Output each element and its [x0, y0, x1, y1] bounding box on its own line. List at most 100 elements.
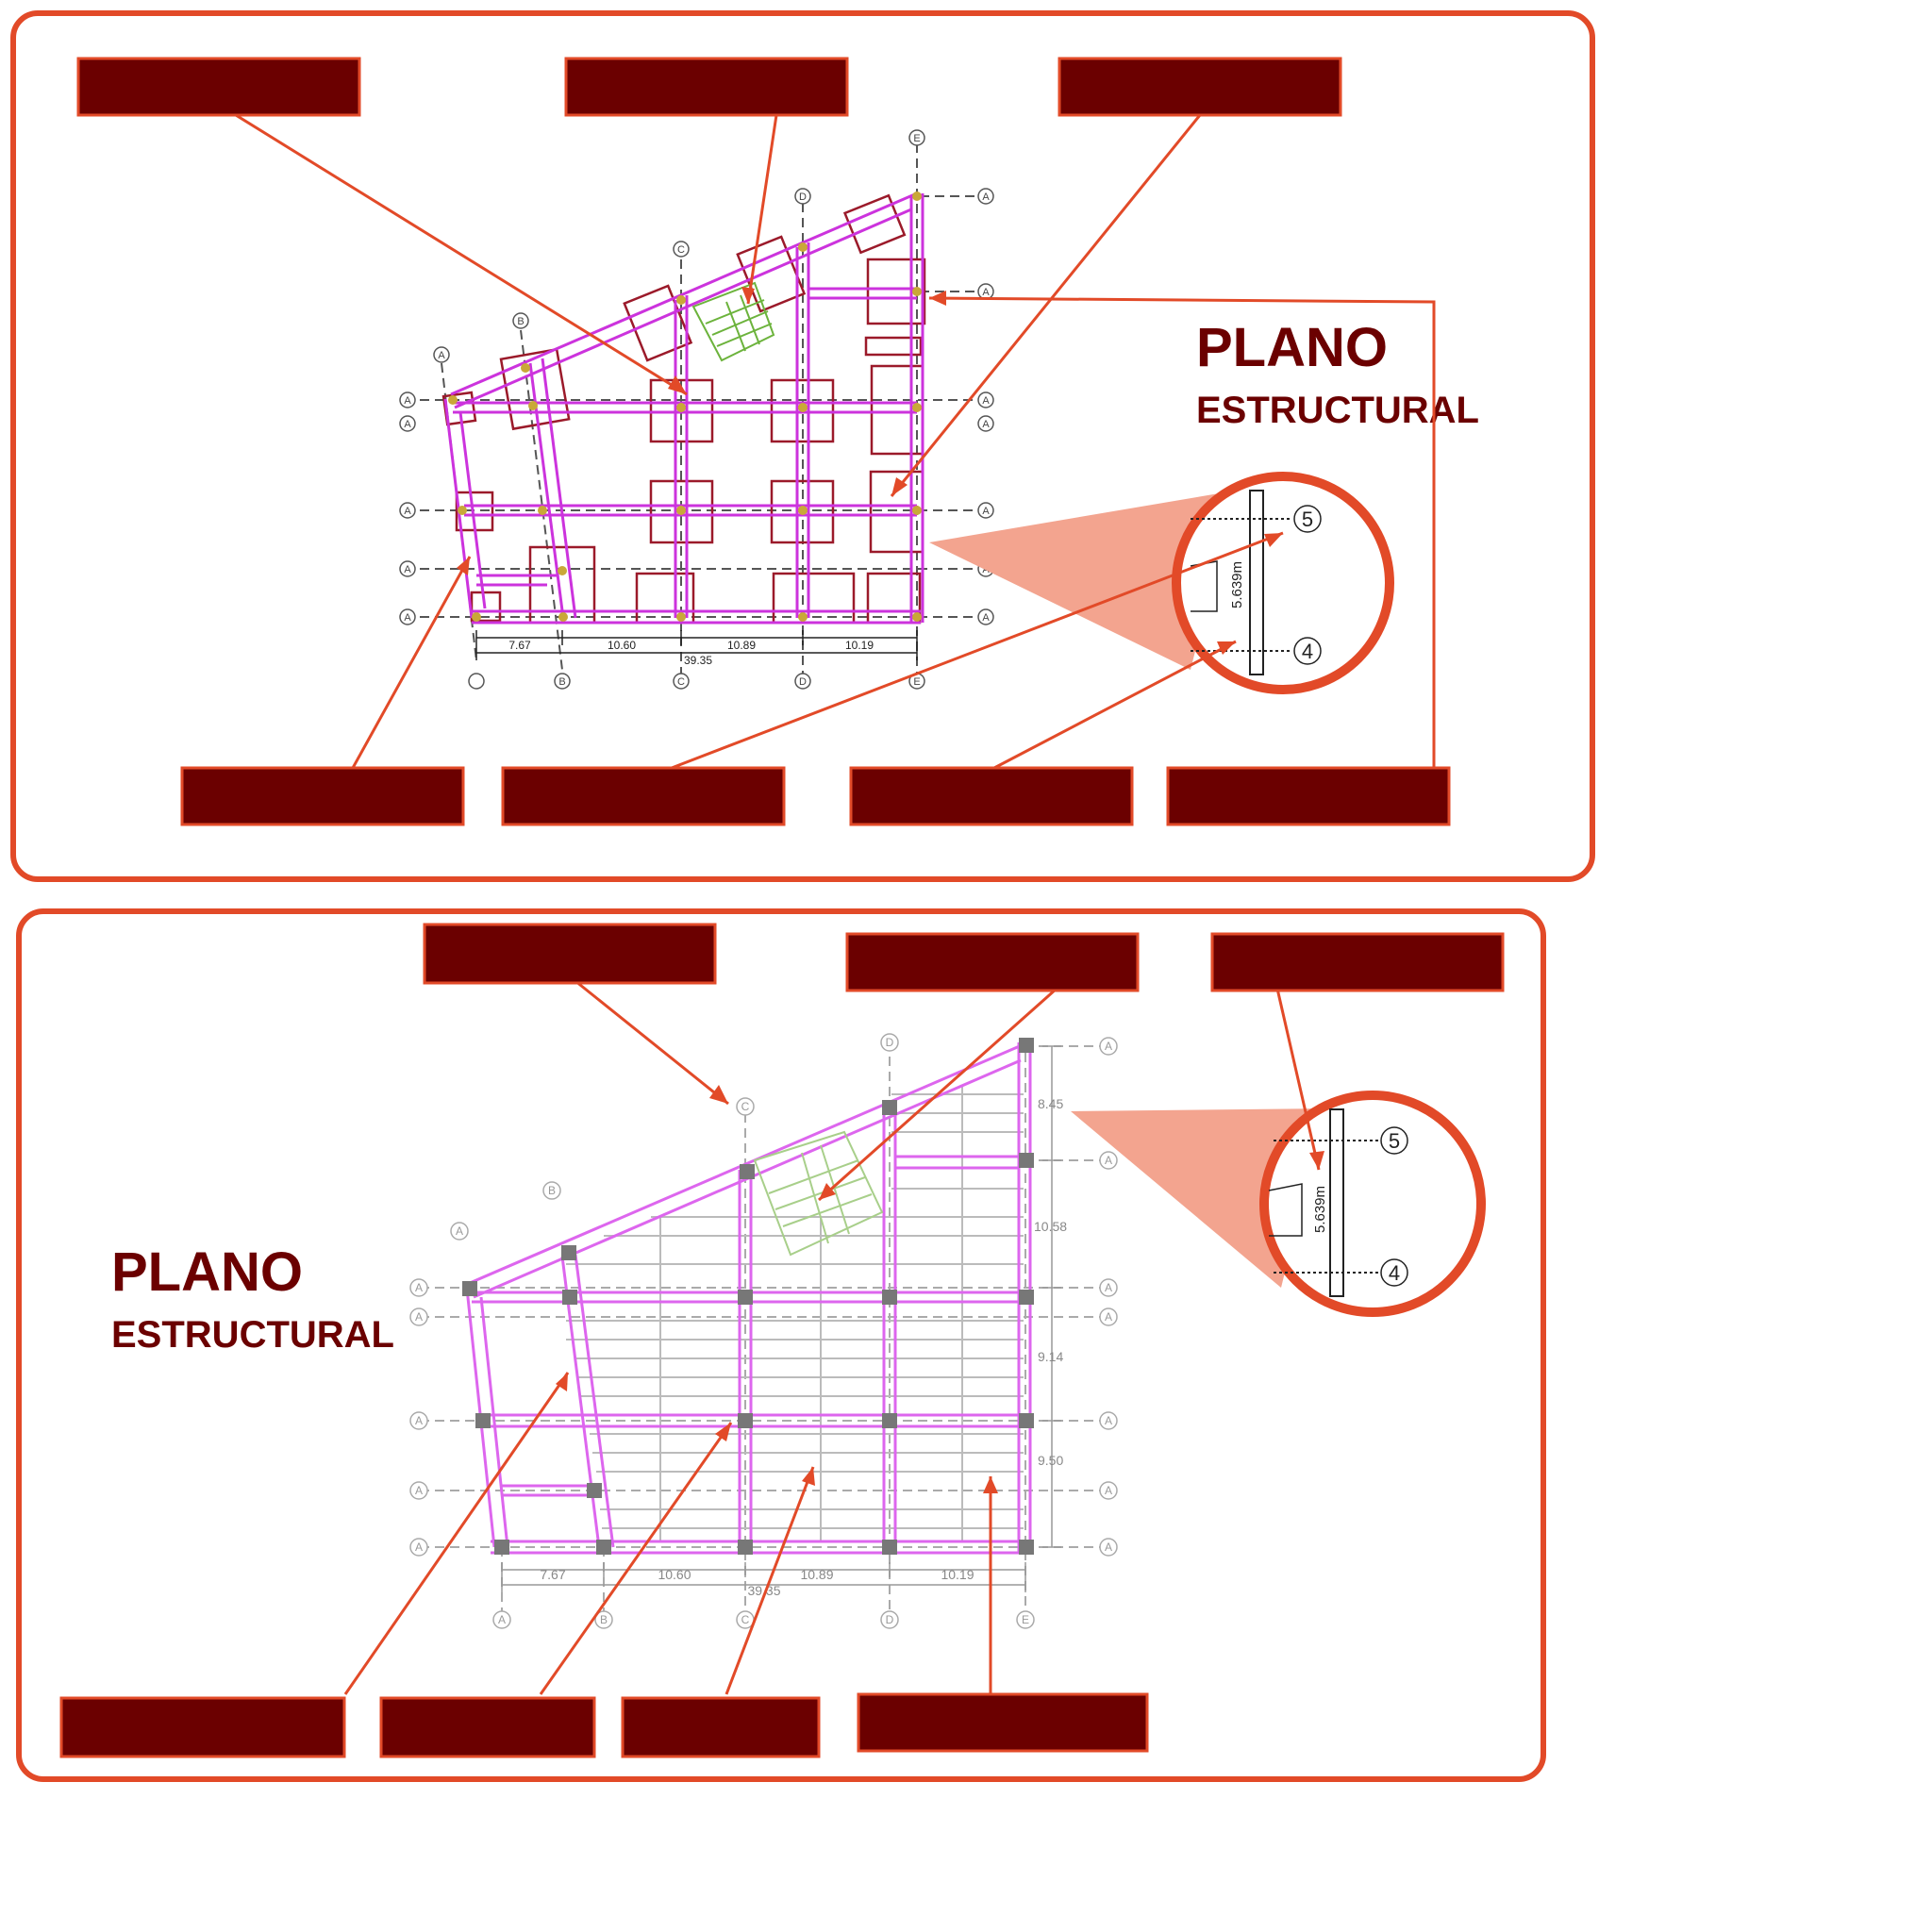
- panel-2-grid-bubbles: [409, 1033, 1118, 1629]
- p2-col-top-1: A: [456, 1224, 463, 1238]
- p2-col-top-4: D: [886, 1036, 894, 1049]
- p2-title-line2: ESTRUCTURAL: [111, 1314, 394, 1356]
- p2-row-left-2: A: [415, 1310, 423, 1324]
- p2-col-top-2: B: [548, 1184, 556, 1197]
- p2-vdim-4: 9.50: [1038, 1453, 1063, 1468]
- p1-label-box-7: [1166, 766, 1451, 826]
- p2-row-right-4: A: [1105, 1310, 1112, 1324]
- p1-row-right-1: A: [982, 192, 990, 203]
- panel-2-dimensions: [501, 1045, 1061, 1592]
- panel-2-arrowheads: [556, 1085, 1324, 1493]
- p2-label-box-7: [857, 1692, 1149, 1753]
- p2-row-right-3: A: [1105, 1281, 1112, 1294]
- p1-col-bot-2: B: [558, 676, 565, 688]
- panel-1-grid-bubbles: [399, 129, 994, 690]
- p2-row-right-6: A: [1105, 1484, 1112, 1497]
- p1-label-box-3: [1058, 57, 1342, 117]
- p2-vdim-2: 10.58: [1034, 1219, 1067, 1234]
- p2-row-left-4: A: [415, 1484, 423, 1497]
- p1-label-box-6: [849, 766, 1134, 826]
- p2-dim-total: 39.35: [747, 1583, 780, 1598]
- p2-row-right-5: A: [1105, 1414, 1112, 1427]
- p2-dim-2: 10.60: [658, 1567, 691, 1582]
- p2-label-box-1: [423, 923, 717, 985]
- p2-dim-1: 7.67: [540, 1567, 565, 1582]
- p2-col-bot-2: B: [600, 1613, 608, 1626]
- p1-row-right-2: A: [982, 287, 990, 298]
- p1-row-left-4: A: [404, 564, 411, 575]
- panel-2-columns: [462, 1038, 1034, 1555]
- p2-row-left-3: A: [415, 1414, 423, 1427]
- panel-2-callout-wedge: [1071, 1108, 1325, 1288]
- p2-detail-level-bottom: 4: [1389, 1261, 1400, 1285]
- panel-2-detail: 5 4 5.639m: [1259, 1091, 1486, 1317]
- p2-vdim-3: 9.14: [1038, 1349, 1063, 1364]
- p1-dim-total: 39.35: [684, 654, 712, 667]
- panel-1-detail: 5 4 5.639m: [1172, 472, 1394, 694]
- p2-label-box-5: [379, 1696, 596, 1758]
- panel-2: A B C D A B C D E A A A A A A A A A A A …: [16, 908, 1546, 1782]
- p2-col-bot-5: E: [1022, 1613, 1029, 1626]
- panel-2-label-boxes: [59, 923, 1505, 1758]
- p1-col-bot-3: C: [677, 676, 685, 688]
- p1-dim-3: 10.89: [727, 639, 756, 652]
- p2-col-bot-1: A: [498, 1613, 506, 1626]
- p2-label-box-4: [59, 1696, 346, 1758]
- p1-row-right-7: A: [982, 612, 990, 624]
- panel-1: A B C D E B C D E A A A A A A A A A A A …: [10, 10, 1595, 882]
- p1-dim-4: 10.19: [845, 639, 874, 652]
- p1-col-top-5: E: [913, 133, 920, 144]
- panel-1-label-boxes: [76, 57, 1451, 826]
- p1-col-bot-4: D: [799, 676, 807, 688]
- p2-row-left-1: A: [415, 1281, 423, 1294]
- p1-row-left-3: A: [404, 506, 411, 517]
- p2-row-right-2: A: [1105, 1154, 1112, 1167]
- p1-row-left-5: A: [404, 612, 411, 624]
- p2-detail-height: 5.639m: [1312, 1186, 1328, 1233]
- p1-col-top-3: C: [677, 244, 685, 256]
- p1-detail-level-bottom: 4: [1302, 640, 1313, 663]
- panel-1-callout-wedge: [929, 491, 1236, 670]
- p1-row-right-3: A: [982, 395, 990, 407]
- p1-col-top-1: A: [438, 350, 445, 361]
- p2-col-top-3: C: [741, 1100, 750, 1113]
- panel-1-stair: [691, 281, 775, 362]
- p2-row-right-1: A: [1105, 1040, 1112, 1053]
- p2-dim-4: 10.19: [941, 1567, 974, 1582]
- p2-dim-3: 10.89: [800, 1567, 833, 1582]
- p2-detail-level-top: 5: [1389, 1129, 1400, 1153]
- p2-col-bot-4: D: [886, 1613, 894, 1626]
- p2-label-box-3: [1210, 932, 1505, 992]
- panel-1-grid: [420, 143, 976, 675]
- p2-label-box-6: [621, 1696, 821, 1758]
- p2-title-line1: PLANO: [111, 1241, 303, 1303]
- p1-row-right-4: A: [982, 419, 990, 430]
- p1-col-top-2: B: [517, 316, 524, 327]
- p1-dim-1: 7.67: [508, 639, 531, 652]
- panel-1-columns: [448, 192, 922, 622]
- p1-dim-2: 10.60: [608, 639, 636, 652]
- p1-col-top-4: D: [799, 192, 807, 203]
- p1-detail-level-top: 5: [1302, 508, 1313, 531]
- panel-1-arrowheads: [457, 287, 1283, 655]
- p2-vdim-1: 8.45: [1038, 1096, 1063, 1111]
- p2-label-box-2: [845, 932, 1140, 992]
- p1-label-box-5: [501, 766, 786, 826]
- p1-col-bot-5: E: [913, 676, 920, 688]
- p1-row-right-5: A: [982, 506, 990, 517]
- p2-col-bot-3: C: [741, 1613, 750, 1626]
- p1-label-box-1: [76, 57, 361, 117]
- p1-row-left-2: A: [404, 419, 411, 430]
- p1-title-line1: PLANO: [1196, 317, 1388, 378]
- panel-2-stair: [753, 1130, 884, 1257]
- p2-row-right-7: A: [1105, 1541, 1112, 1554]
- p1-row-left-1: A: [404, 395, 411, 407]
- panel-1-leaders: [235, 113, 1436, 770]
- p1-title-line2: ESTRUCTURAL: [1196, 390, 1479, 431]
- p2-row-left-5: A: [415, 1541, 423, 1554]
- panel-1-dimensions: [475, 630, 918, 660]
- p1-label-box-4: [180, 766, 465, 826]
- p1-label-box-2: [564, 57, 849, 117]
- p1-detail-height: 5.639m: [1229, 561, 1245, 608]
